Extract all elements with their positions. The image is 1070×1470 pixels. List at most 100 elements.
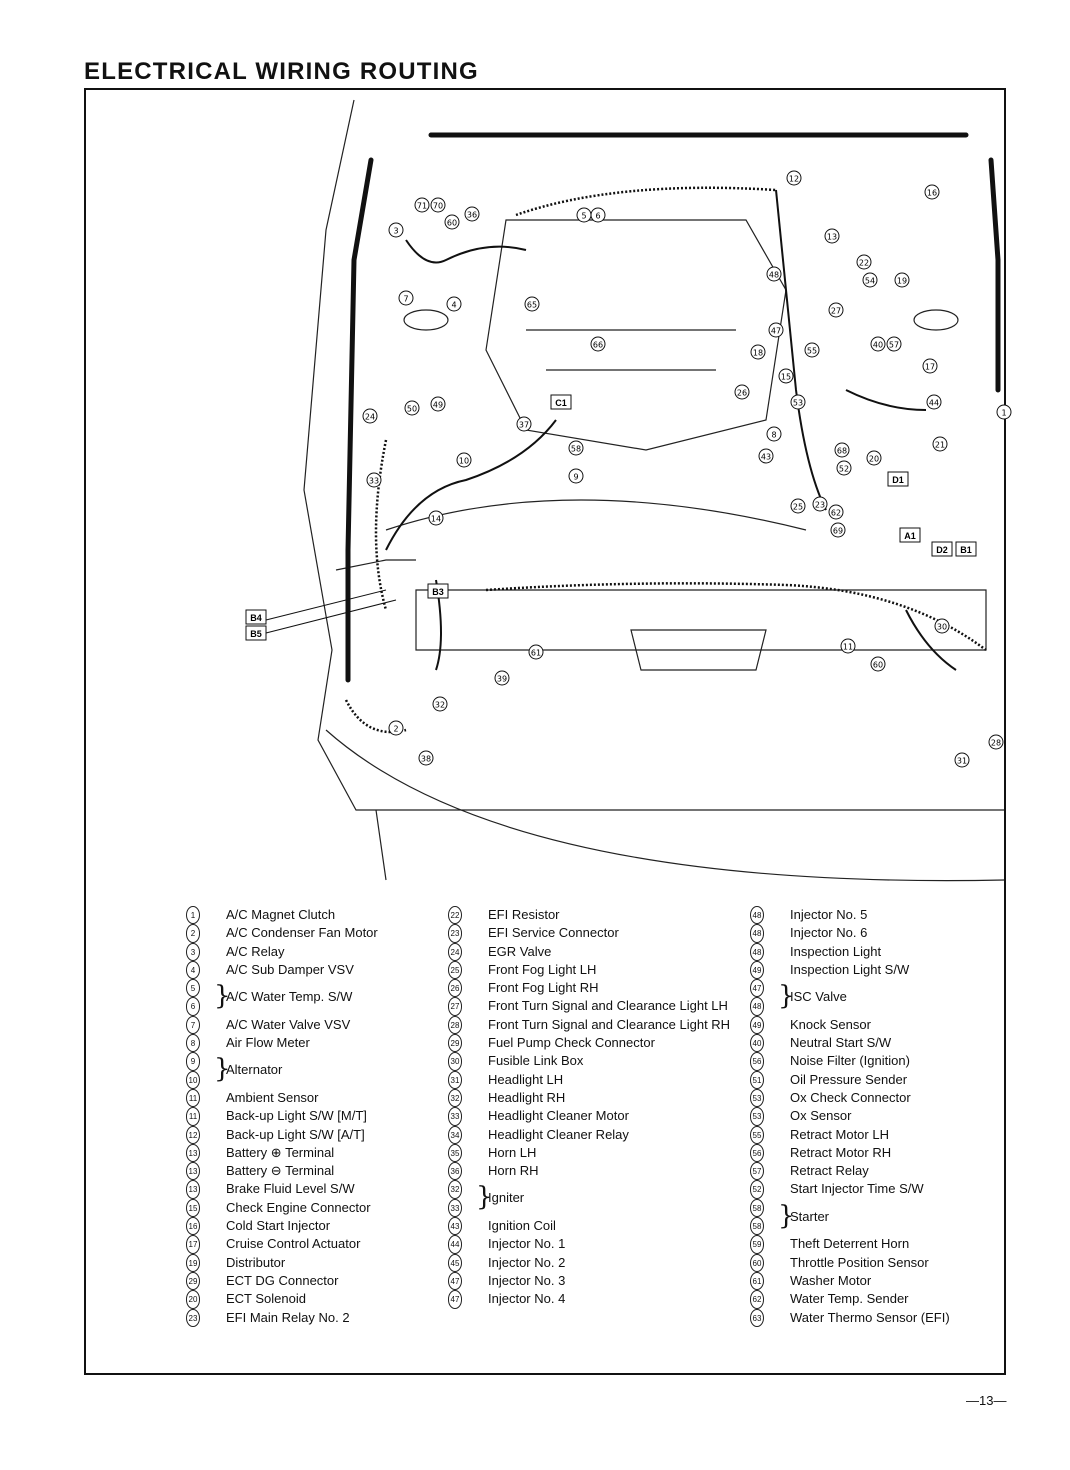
svg-text:17: 17 bbox=[925, 363, 935, 372]
legend-label: Start Injector Time S/W bbox=[790, 1181, 924, 1197]
engine-detail bbox=[526, 329, 736, 371]
callout-14: 14 bbox=[428, 510, 444, 526]
callout-number: 47 bbox=[750, 979, 764, 998]
legend-label: A/C Magnet Clutch bbox=[226, 907, 336, 922]
callout-number: 63 bbox=[750, 1308, 764, 1327]
callout-31: 31 bbox=[954, 752, 970, 768]
legend-numbers: 47 bbox=[448, 1290, 472, 1309]
legend-numbers: 30 bbox=[448, 1052, 472, 1071]
legend-label: Injector No. 5 bbox=[790, 907, 868, 922]
callout-36: 36 bbox=[464, 206, 480, 222]
injector-harness bbox=[775, 189, 827, 511]
legend-label: Check Engine Connector bbox=[226, 1199, 371, 1215]
legend-numbers: 4 bbox=[186, 960, 210, 980]
callout-40: 40 bbox=[870, 336, 886, 352]
svg-text:33: 33 bbox=[369, 477, 379, 486]
svg-text:68: 68 bbox=[837, 447, 847, 456]
svg-text:53: 53 bbox=[793, 399, 803, 408]
callout-7: 7 bbox=[398, 290, 414, 306]
brace-icon: } bbox=[214, 1054, 231, 1085]
branch-right-bottom bbox=[905, 609, 957, 671]
svg-text:14: 14 bbox=[431, 515, 441, 524]
legend-label: A/C Water Temp. S/W bbox=[226, 989, 353, 1005]
legend-numbers: 19 bbox=[186, 1253, 210, 1272]
b4-b5-leaders bbox=[265, 589, 397, 634]
left-main-harness bbox=[345, 157, 374, 683]
callout-21: 21 bbox=[932, 436, 948, 452]
callout-number: 11 bbox=[186, 1107, 200, 1126]
callout-number: 32 bbox=[448, 1180, 462, 1199]
svg-text:36: 36 bbox=[467, 211, 477, 220]
callout-70: 70 bbox=[430, 197, 446, 213]
ac-wiring bbox=[405, 239, 527, 264]
callout-17: 17 bbox=[922, 358, 938, 374]
svg-text:B4: B4 bbox=[250, 613, 262, 623]
svg-text:12: 12 bbox=[789, 175, 799, 184]
callout-number: 48 bbox=[750, 924, 764, 943]
callout-number: 23 bbox=[448, 924, 462, 943]
svg-text:19: 19 bbox=[897, 277, 907, 286]
svg-text:B1: B1 bbox=[960, 545, 972, 555]
legend-numbers: 22 bbox=[448, 906, 472, 925]
front-harness bbox=[485, 582, 987, 652]
callout-number: 13 bbox=[186, 1180, 200, 1199]
callout-number: 1 bbox=[186, 906, 200, 925]
legend-numbers: 49 bbox=[750, 1015, 774, 1035]
legend-label: Horn LH bbox=[488, 1144, 537, 1160]
strut-tower-right bbox=[913, 309, 959, 331]
callout-number: 53 bbox=[750, 1088, 764, 1108]
connector-box-a1: A1 bbox=[899, 527, 921, 543]
callout-number: 33 bbox=[448, 1198, 462, 1218]
svg-text:65: 65 bbox=[527, 301, 537, 310]
legend-label: EFI Main Relay No. 2 bbox=[226, 1309, 350, 1325]
svg-text:4: 4 bbox=[451, 301, 456, 310]
callout-number: 4 bbox=[186, 960, 200, 980]
legend-label: A/C Condenser Fan Motor bbox=[226, 925, 378, 941]
legend-numbers: 3 bbox=[186, 942, 210, 961]
callout-number: 56 bbox=[750, 1052, 764, 1071]
legend-label: Back-up Light S/W [A/T] bbox=[226, 1126, 365, 1142]
callout-number: 62 bbox=[750, 1290, 764, 1309]
svg-text:57: 57 bbox=[889, 341, 899, 350]
svg-text:D1: D1 bbox=[892, 475, 904, 485]
legend-label: Water Thermo Sensor (EFI) bbox=[790, 1309, 950, 1325]
callout-number: 36 bbox=[448, 1162, 462, 1181]
legend-label: A/C Water Valve VSV bbox=[226, 1016, 351, 1032]
svg-text:16: 16 bbox=[927, 189, 937, 198]
legend-label: Oil Pressure Sender bbox=[790, 1071, 908, 1087]
callout-28: 28 bbox=[988, 734, 1004, 750]
callout-number: 60 bbox=[750, 1253, 764, 1272]
legend-label: Battery ⊖ Terminal bbox=[226, 1163, 335, 1179]
callout-61: 61 bbox=[528, 644, 544, 660]
svg-text:71: 71 bbox=[417, 202, 427, 211]
callout-number: 43 bbox=[448, 1217, 462, 1236]
callout-37: 37 bbox=[516, 416, 532, 432]
svg-text:26: 26 bbox=[737, 389, 747, 398]
legend-numbers: 29 bbox=[186, 1271, 210, 1291]
callout-47: 47 bbox=[768, 322, 784, 338]
callout-50: 50 bbox=[404, 400, 420, 416]
callout-number: 45 bbox=[448, 1253, 462, 1272]
callout-48: 48 bbox=[766, 266, 782, 282]
callout-number: 9 bbox=[186, 1052, 200, 1071]
callout-number: 11 bbox=[186, 1088, 200, 1108]
callout-number: 19 bbox=[186, 1253, 200, 1272]
svg-text:B3: B3 bbox=[432, 587, 444, 597]
legend-label: Knock Sensor bbox=[790, 1016, 871, 1032]
legend-numbers: 25 bbox=[448, 960, 472, 980]
bumper-edge bbox=[375, 809, 387, 881]
svg-text:1: 1 bbox=[1001, 409, 1006, 418]
callout-number: 20 bbox=[186, 1290, 200, 1309]
legend-label: Water Temp. Sender bbox=[790, 1291, 909, 1307]
legend-numbers: 31 bbox=[448, 1070, 472, 1089]
callout-number: 28 bbox=[448, 1015, 462, 1035]
svg-text:8: 8 bbox=[771, 431, 776, 440]
legend-label: Front Fog Light RH bbox=[488, 980, 599, 996]
callout-15: 15 bbox=[778, 368, 794, 384]
svg-text:7: 7 bbox=[403, 295, 408, 304]
legend-label: Inspection Light S/W bbox=[790, 961, 910, 977]
left-branch bbox=[374, 439, 388, 611]
callout-number: 57 bbox=[750, 1162, 764, 1181]
